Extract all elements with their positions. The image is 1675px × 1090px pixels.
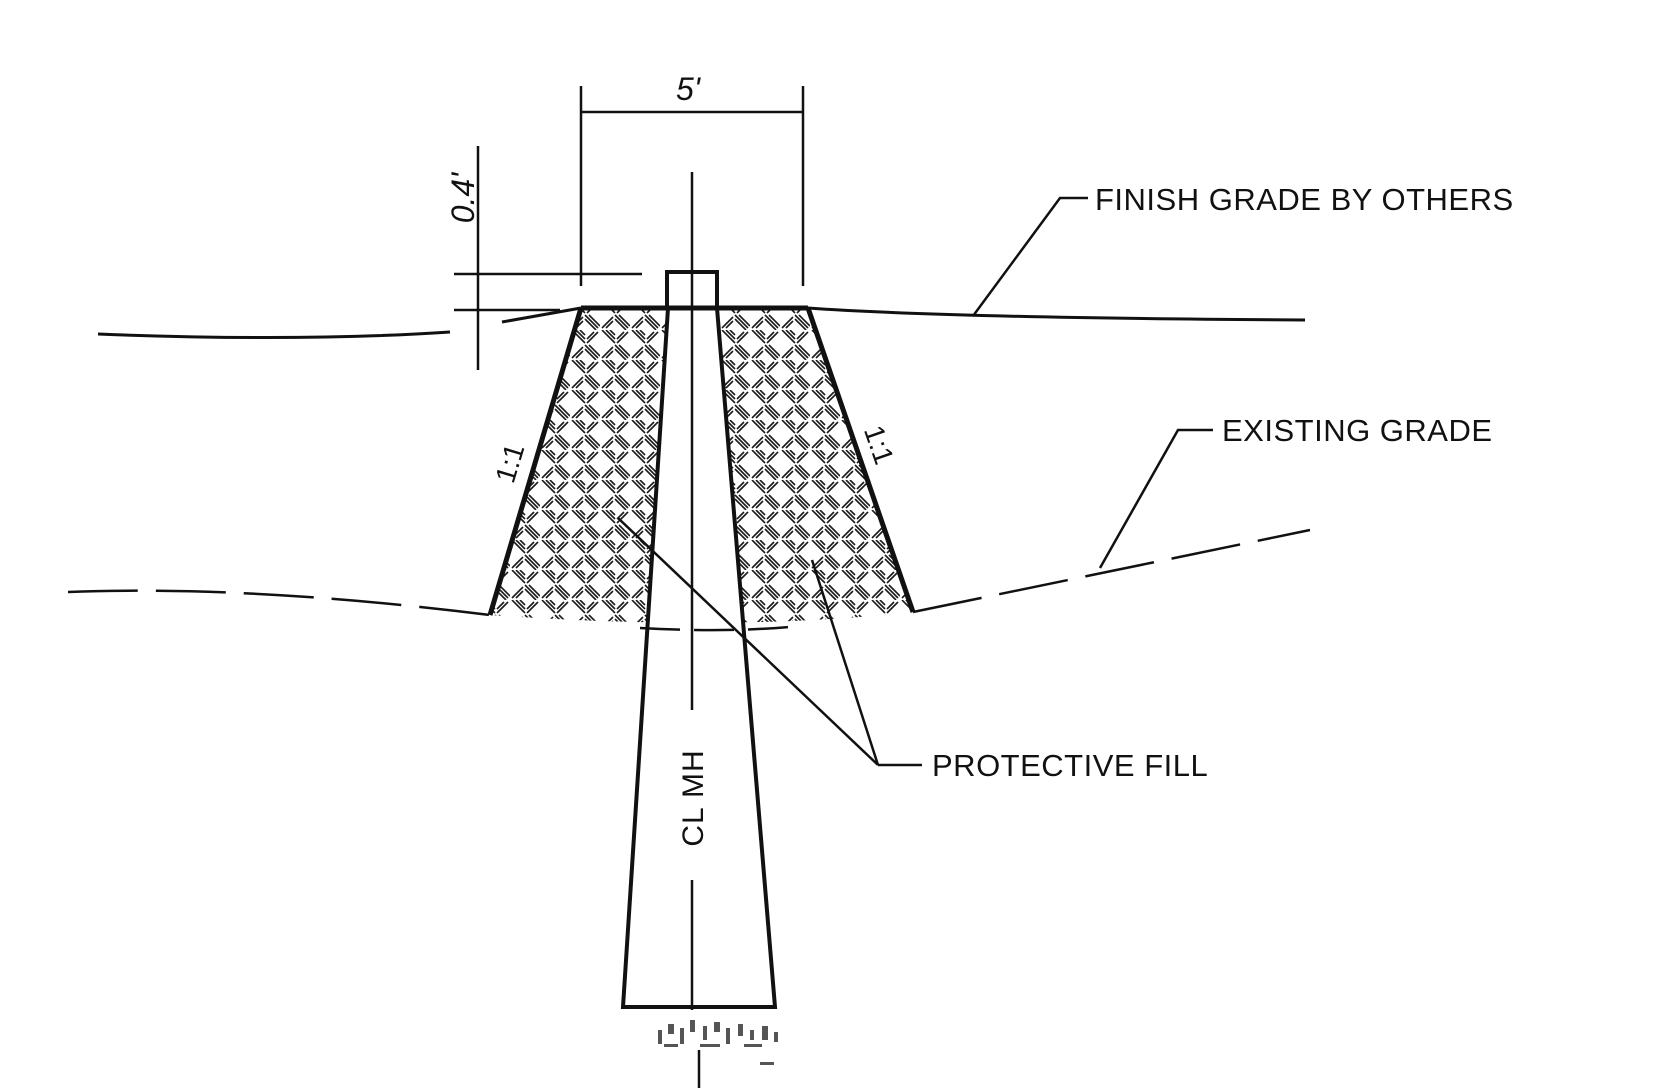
depth-dimension	[454, 146, 642, 370]
depth-dimension-label: 0.4'	[445, 171, 481, 223]
width-dimension	[579, 86, 805, 286]
existing-grade-line	[67, 528, 1311, 617]
protective-fill-leader	[617, 517, 922, 767]
finish-grade-leader	[971, 196, 1088, 317]
fill-outline	[487, 305, 916, 616]
finish-grade-callout: FINISH GRADE BY OTHERS	[1095, 182, 1514, 217]
manhole-centerline	[690, 172, 701, 1088]
protective-fill-callout: PROTECTIVE FILL	[932, 748, 1208, 783]
existing-grade-under-fill	[639, 624, 801, 632]
width-dimension-label: 5'	[676, 71, 702, 107]
finish-grade-line	[97, 306, 1306, 340]
existing-grade-leader	[1098, 428, 1213, 569]
base-texture	[658, 1020, 778, 1065]
existing-grade-callout: EXISTING GRADE	[1222, 413, 1493, 448]
right-slope-label: 1:1	[858, 421, 900, 468]
left-slope-label: 1:1	[489, 440, 530, 486]
centerline-label: CL MH	[677, 749, 710, 846]
